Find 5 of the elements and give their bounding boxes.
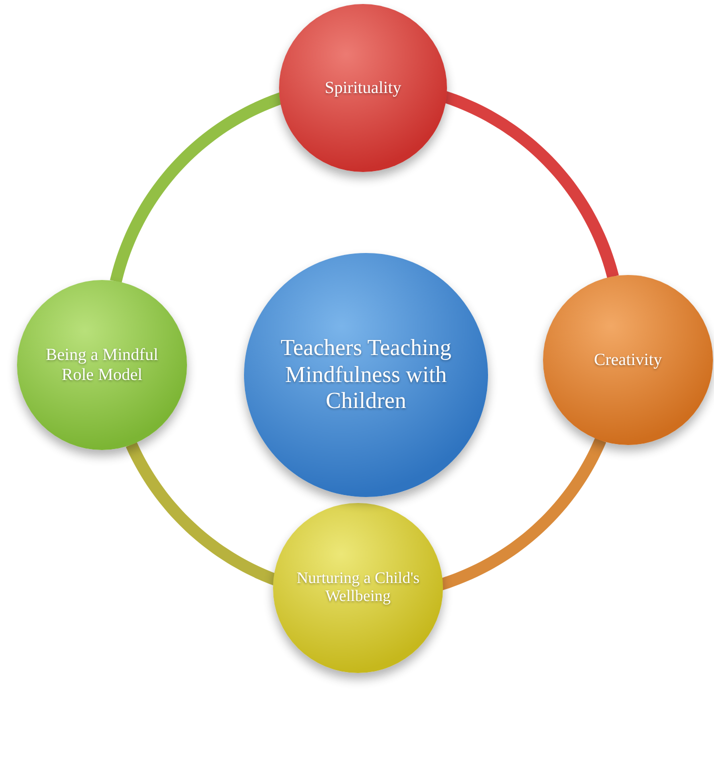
node-label: Teachers Teaching Mindfulness with Children (280, 335, 452, 415)
node-label: Creativity (594, 350, 662, 370)
node-label: Nurturing a Child's Wellbeing (296, 570, 420, 606)
node-label: Being a Mindful Role Model (44, 345, 160, 385)
node-label: Spirituality (324, 78, 402, 98)
